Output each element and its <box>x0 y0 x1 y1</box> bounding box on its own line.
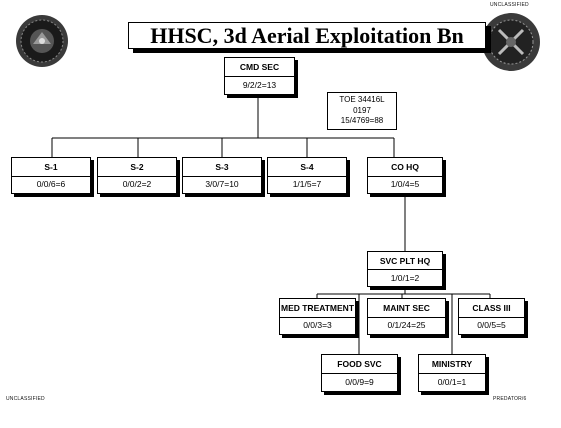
toe-line-1: TOE 34416L <box>339 95 385 104</box>
s3-box: S-3 3/0/7=10 <box>182 157 262 194</box>
s4-box: S-4 1/1/5=7 <box>267 157 347 194</box>
s1-box: S-1 0/0/6=6 <box>11 157 91 194</box>
toe-line-3: 15/4769=88 <box>340 116 384 125</box>
class-iii-box: CLASS III 0/0/5=5 <box>458 298 525 335</box>
s3-value: 3/0/7=10 <box>205 179 239 190</box>
co-hq-name: CO HQ <box>368 158 442 177</box>
left-unit-seal-icon <box>15 14 69 68</box>
svc-plt-hq-box: SVC PLT HQ 1/0/1=2 <box>367 251 443 287</box>
svc-plt-hq-value: 1/0/1=2 <box>390 272 420 283</box>
classification-marking-top: UNCLASSIFIED <box>490 2 529 8</box>
toe-line-2: 0197 <box>353 105 371 115</box>
co-hq-box: CO HQ 1/0/4=5 <box>367 157 443 194</box>
class-iii-value: 0/0/5=5 <box>477 320 506 331</box>
s4-value: 1/1/5=7 <box>292 179 322 190</box>
cmd-sec-box: CMD SEC 9/2/2=13 <box>224 57 295 95</box>
s2-box: S-2 0/0/2=2 <box>97 157 177 194</box>
cmd-sec-name: CMD SEC <box>225 58 294 77</box>
s4-name: S-4 <box>268 158 346 177</box>
classification-marking-bottom: UNCLASSIFIED <box>6 396 45 402</box>
maint-sec-box: MAINT SEC 0/1/24=25 <box>367 298 446 335</box>
ministry-name: MINISTRY <box>419 355 485 374</box>
cmd-sec-value: 9/2/2=13 <box>242 80 277 90</box>
ministry-value: 0/0/1=1 <box>437 377 467 387</box>
maint-sec-value: 0/1/24=25 <box>387 320 426 331</box>
right-unit-seal-icon <box>481 12 541 72</box>
med-treatment-value: 0/0/3=3 <box>303 320 332 331</box>
s1-value: 0/0/6=6 <box>36 179 66 190</box>
ministry-box: MINISTRY 0/0/1=1 <box>418 354 486 392</box>
s2-name: S-2 <box>98 158 176 177</box>
med-treatment-box: MED TREATMENT 0/0/3=3 <box>279 298 356 335</box>
document-id-marking: PREDATOR/6 <box>493 396 527 402</box>
chart-title: HHSC, 3d Aerial Exploitation Bn <box>128 22 486 49</box>
svc-plt-hq-name: SVC PLT HQ <box>368 252 442 270</box>
food-svc-box: FOOD SVC 0/0/9=9 <box>321 354 398 392</box>
toe-box: TOE 34416L 0197 15/4769=88 <box>327 92 397 130</box>
s3-name: S-3 <box>183 158 261 177</box>
co-hq-value: 1/0/4=5 <box>390 179 420 190</box>
food-svc-value: 0/0/9=9 <box>345 377 374 387</box>
s1-name: S-1 <box>12 158 90 177</box>
food-svc-name: FOOD SVC <box>322 355 397 374</box>
med-treatment-name: MED TREATMENT <box>280 299 355 318</box>
maint-sec-name: MAINT SEC <box>368 299 445 318</box>
s2-value: 0/0/2=2 <box>122 179 152 190</box>
class-iii-name: CLASS III <box>459 299 524 318</box>
